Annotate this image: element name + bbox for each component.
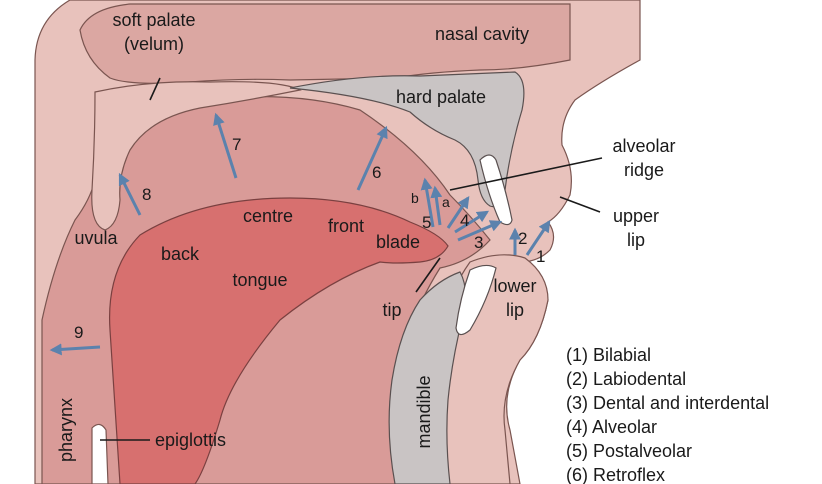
label-centre: centre (243, 206, 293, 226)
label-nasal-cavity: nasal cavity (435, 24, 529, 44)
arrow-number-8: 8 (142, 185, 151, 204)
leader-upper-lip (560, 197, 600, 212)
arrow-number-3: 3 (474, 233, 483, 252)
label-front: front (328, 216, 364, 236)
label-back: back (161, 244, 200, 264)
label-ridge: ridge (624, 160, 664, 180)
label-upper-lip: lip (627, 230, 645, 250)
label-hard-palate: hard palate (396, 87, 486, 107)
arrow-number-9: 9 (74, 323, 83, 342)
label-tip: tip (382, 300, 401, 320)
sub-label-b: b (411, 190, 419, 206)
arrow-number-4: 4 (460, 211, 469, 230)
label-blade: blade (376, 232, 420, 252)
legend: (1) Bilabial (2) Labiodental (3) Dental … (566, 345, 769, 484)
label-alveolar: alveolar (612, 136, 675, 156)
arrow-number-5: 5 (422, 213, 431, 232)
label-upper: upper (613, 206, 659, 226)
label-velum: (velum) (124, 34, 184, 54)
arrow-number-7: 7 (232, 135, 241, 154)
epiglottis-shape (92, 424, 108, 484)
label-uvula: uvula (74, 228, 118, 248)
label-mandible: mandible (414, 375, 434, 448)
arrow-number-2: 2 (518, 229, 527, 248)
arrow-number-1: 1 (536, 247, 545, 266)
sub-label-a: a (442, 194, 450, 210)
legend-item-3: (3) Dental and interdental (566, 393, 769, 413)
legend-item-4: (4) Alveolar (566, 417, 657, 437)
arrow-number-6: 6 (372, 163, 381, 182)
legend-item-1: (1) Bilabial (566, 345, 651, 365)
label-pharynx: pharynx (56, 398, 76, 462)
label-epiglottis: epiglottis (155, 430, 226, 450)
label-lower-lip: lip (506, 300, 524, 320)
legend-item-6: (6) Retroflex (566, 465, 665, 484)
label-soft-palate: soft palate (112, 10, 195, 30)
label-tongue: tongue (232, 270, 287, 290)
label-lower: lower (493, 276, 536, 296)
legend-item-5: (5) Postalveolar (566, 441, 692, 461)
legend-item-2: (2) Labiodental (566, 369, 686, 389)
